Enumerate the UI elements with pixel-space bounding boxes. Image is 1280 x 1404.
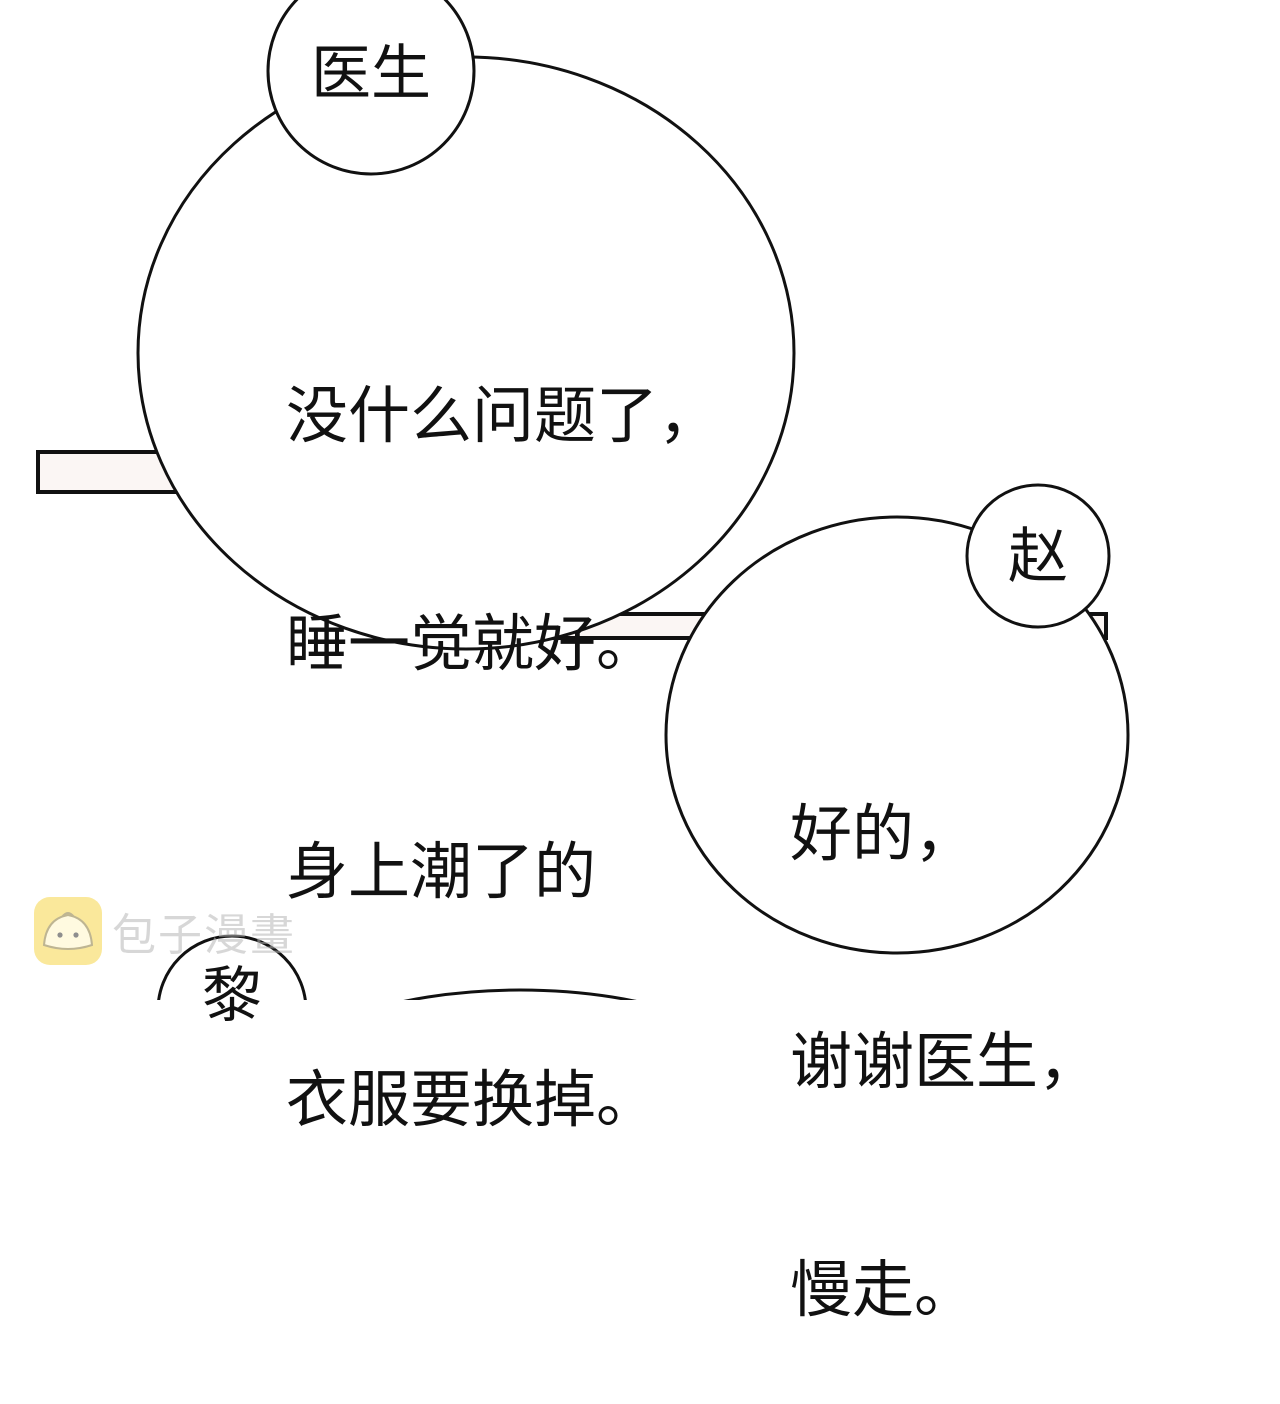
dialogue-line: 衣服要换掉。 (286, 1063, 659, 1136)
dialogue-line: 没什么问题了， (286, 379, 721, 452)
comic-panel (36, 0, 1130, 1000)
watermark-text: 包子漫畫 (112, 910, 296, 961)
speaker-tag-doctor (266, 0, 476, 176)
dialogue-line: 慢走。 (790, 1253, 977, 1326)
watermark: 包子漫畫 (32, 894, 296, 968)
speaker-tag-bottom (157, 934, 307, 1000)
dialogue-zhao: 好的， 谢谢医生， 慢走。 (790, 644, 1100, 1404)
speaker-name-zhao: 赵 (1008, 522, 1068, 592)
dialogue-line: 身上潮了的 (286, 835, 597, 908)
dialogue-line: 睡一觉就好。 (286, 607, 659, 680)
dialogue-doctor: 没什么问题了， 睡一觉就好。 身上潮了的 衣服要换掉。 (286, 226, 720, 1214)
speaker-name-bottom: 黎 (202, 961, 262, 1031)
dialogue-line: 好的， (790, 797, 977, 870)
speaker-name-doctor: 医生 (311, 39, 431, 109)
speaker-tag-zhao (965, 483, 1111, 629)
dialogue-line: 谢谢医生， (790, 1025, 1101, 1098)
bun-mascot-icon (34, 897, 102, 965)
speech-bubble-zhao (664, 515, 1130, 955)
speech-bubble-bottom (403, 988, 637, 1000)
